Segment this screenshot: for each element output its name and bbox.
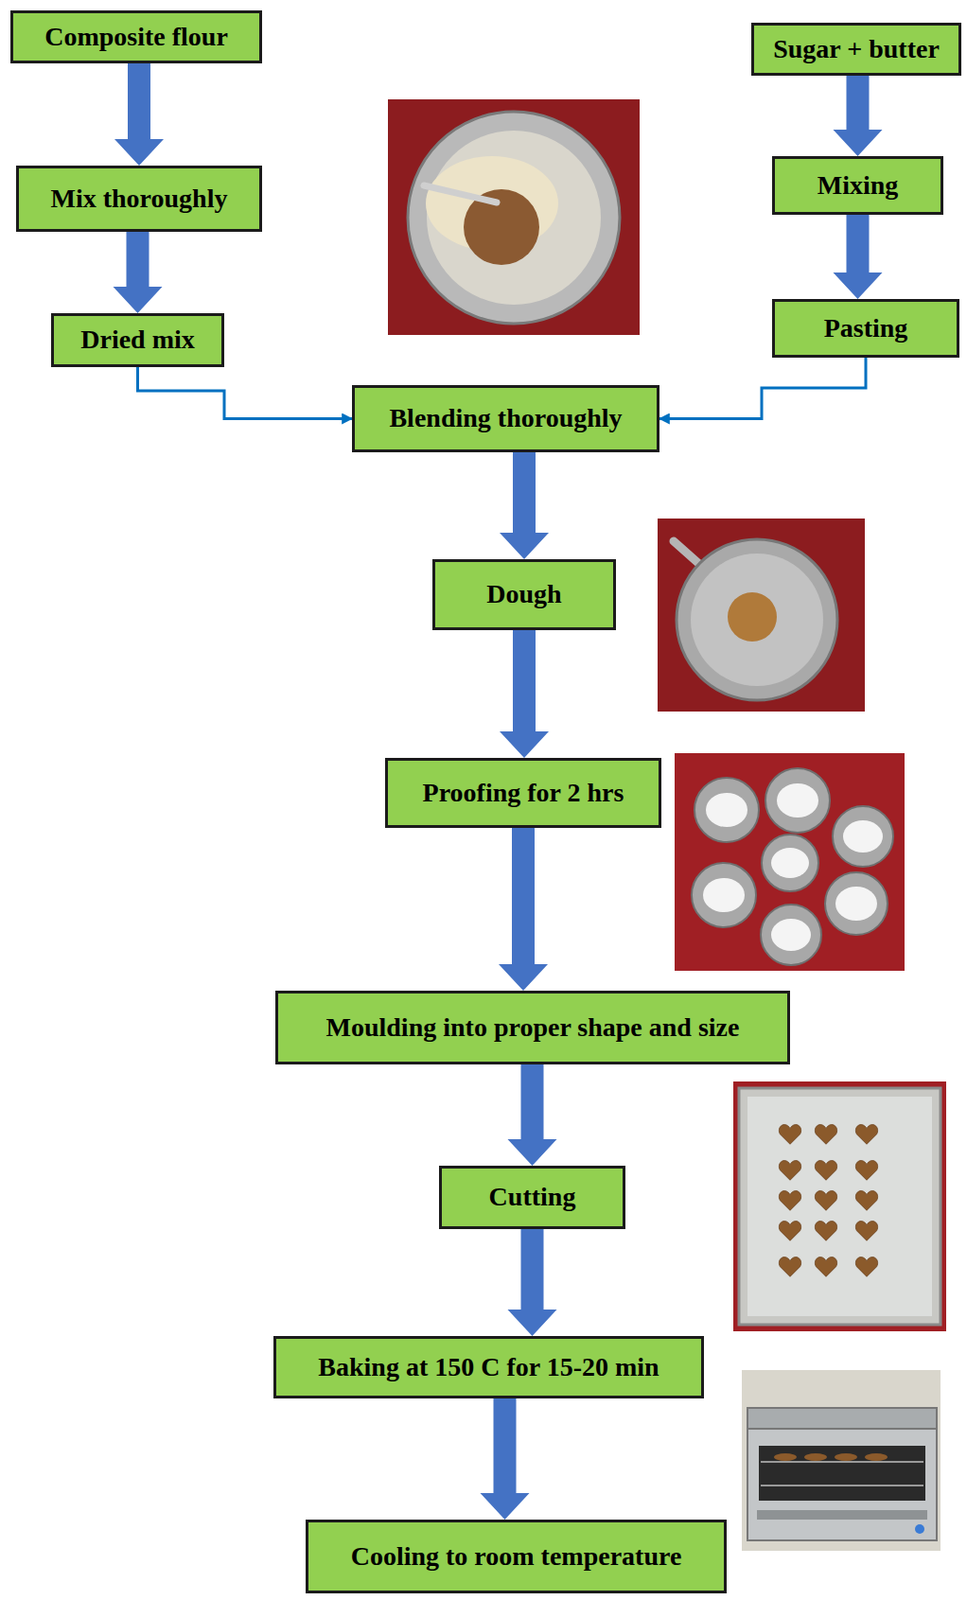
oven-window [758, 1445, 926, 1501]
box-label: Moulding into proper shape and size [326, 1012, 740, 1043]
box-label: Baking at 150 C for 15-20 min [317, 1352, 659, 1383]
process-box: Pasting [772, 298, 960, 358]
heart-cookie [855, 1257, 878, 1278]
bowl [694, 777, 759, 843]
bowl [825, 872, 888, 935]
block-arrow [113, 231, 163, 314]
oven-rack [760, 1460, 924, 1463]
oven-rack [760, 1484, 924, 1487]
proofing-photo [674, 753, 905, 971]
oven-knob [914, 1524, 925, 1534]
tray-floor [747, 1096, 932, 1317]
heart-cookie [778, 1257, 801, 1278]
oven-top [747, 1407, 937, 1429]
heart-cookie [778, 1160, 801, 1181]
cloth [703, 878, 745, 913]
dough-photo [657, 518, 865, 712]
heart-cookie [855, 1160, 878, 1181]
box-label: Proofing for 2 hrs [422, 777, 625, 809]
process-box: Composite flour [10, 10, 263, 64]
tray-photo [733, 1081, 947, 1332]
process-box: Moulding into proper shape and size [275, 990, 791, 1065]
bowl [832, 806, 894, 867]
cookie [804, 1453, 827, 1461]
heart-cookie [778, 1191, 801, 1212]
heart-cookie [778, 1221, 801, 1242]
box-label: Dried mix [80, 324, 195, 355]
process-box: Mixing [772, 156, 944, 215]
photo-ground [733, 1081, 947, 1332]
heart-cookie [814, 1125, 837, 1145]
photo-ground [674, 753, 905, 971]
process-box: Proofing for 2 hrs [385, 757, 662, 828]
cloth [771, 918, 811, 951]
box-label: Dough [486, 579, 562, 610]
bowl-photo [387, 99, 640, 335]
process-box: Baking at 150 C for 15-20 min [273, 1336, 704, 1399]
cloth [843, 820, 883, 853]
heart-cookie [855, 1125, 878, 1145]
bowl-inside [426, 130, 601, 305]
baking-tray [738, 1088, 941, 1325]
box-label: Sugar + butter [773, 34, 940, 65]
process-box: Dough [432, 559, 616, 631]
heart-cookie [814, 1191, 837, 1212]
box-label: Mixing [817, 170, 899, 201]
box-label: Cooling to room temperature [351, 1541, 683, 1572]
block-arrow [508, 1064, 558, 1166]
process-box: Dried mix [51, 313, 225, 368]
elbow-connector [138, 367, 353, 420]
box-label: Blending thoroughly [388, 403, 622, 434]
bowl-inside [690, 553, 824, 686]
heart-cookie [778, 1125, 801, 1145]
dough-ball [727, 592, 777, 642]
block-arrow [833, 214, 883, 299]
photo-ground [741, 1370, 941, 1551]
process-box: Mix thoroughly [16, 165, 263, 232]
cloth [776, 783, 819, 818]
bowl [765, 768, 830, 833]
bowl-rim [676, 539, 838, 701]
block-arrow [480, 1398, 530, 1520]
cookie [864, 1453, 888, 1461]
process-box: Cooling to room temperature [305, 1519, 727, 1594]
cloth [835, 886, 878, 921]
heart-cookie [814, 1160, 837, 1181]
process-box: Blending thoroughly [351, 385, 660, 453]
block-arrow [508, 1229, 558, 1337]
process-box: Cutting [439, 1165, 626, 1230]
process-box: Sugar + butter [751, 22, 962, 76]
oven-body [747, 1428, 937, 1541]
bowl [691, 862, 757, 928]
block-arrow [498, 827, 548, 991]
oven-door-handle [756, 1510, 928, 1520]
block-arrow [833, 75, 883, 157]
box-label: Pasting [824, 313, 909, 344]
photo-ground [657, 518, 865, 712]
oven-photo [741, 1370, 941, 1551]
heart-cookie [855, 1221, 878, 1242]
bowl [760, 904, 822, 966]
bowl [761, 834, 819, 892]
bowl-rim [407, 111, 620, 324]
cloth [771, 847, 809, 879]
box-label: Cutting [489, 1181, 577, 1213]
block-arrow [499, 630, 549, 758]
heart-cookie [855, 1191, 878, 1212]
heart-cookie [814, 1221, 837, 1242]
photo-ground [387, 99, 640, 335]
block-arrow [499, 452, 549, 560]
box-label: Mix thoroughly [51, 183, 229, 214]
spoon [423, 185, 497, 203]
cloth [705, 792, 748, 827]
elbow-connector [659, 357, 866, 420]
cookie [773, 1453, 797, 1461]
block-arrow [114, 63, 164, 166]
cookie [834, 1453, 858, 1461]
heart-cookie [814, 1257, 837, 1278]
box-label: Composite flour [44, 21, 229, 53]
